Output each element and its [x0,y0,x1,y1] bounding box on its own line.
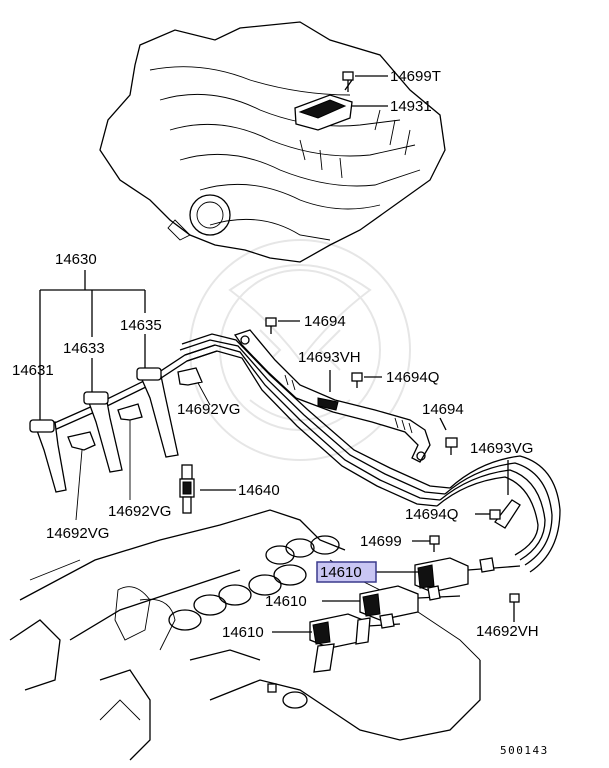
callout-14630: 14630 [55,251,97,268]
callout-14633: 14633 [63,340,105,357]
callout-14610-mid: 14610 [265,593,307,610]
callout-14631: 14631 [12,362,54,379]
callout-14692VH: 14692VH [476,623,539,640]
callout-labels: 14699T 14931 14630 14635 14633 14631 146… [12,68,549,757]
callout-14692VG-left: 14692VG [46,525,109,542]
callout-14931: 14931 [390,98,432,115]
spark-plug [179,464,236,514]
callout-14635: 14635 [120,317,162,334]
callout-14699: 14699 [360,533,402,550]
callout-14699T: 14699T [390,68,441,85]
callout-14694Q-top: 14694Q [386,369,439,386]
callout-14640: 14640 [238,482,280,499]
bracket-14693VH [233,317,458,463]
callout-14694-right: 14694 [422,401,464,418]
diagram-code: 500143 [500,744,549,757]
callout-14610-low: 14610 [222,624,264,641]
harness-14693VG [436,455,561,573]
callout-14693VG: 14693VG [470,440,533,457]
callout-14693VH: 14693VH [298,349,361,366]
callout-14692VG-mid: 14692VG [177,401,240,418]
callout-14692VG-bottom: 14692VG [108,503,171,520]
bracket-14630-lines [39,270,146,420]
plug-wire-set [29,333,451,521]
callout-14610-highlight[interactable]: 14610 [320,564,362,581]
intake-manifold [99,21,446,263]
callout-14694-top: 14694 [304,313,346,330]
ignition-coils [272,535,521,673]
highlight-box[interactable] [316,561,377,583]
callout-14694Q-bottom: 14694Q [405,506,458,523]
